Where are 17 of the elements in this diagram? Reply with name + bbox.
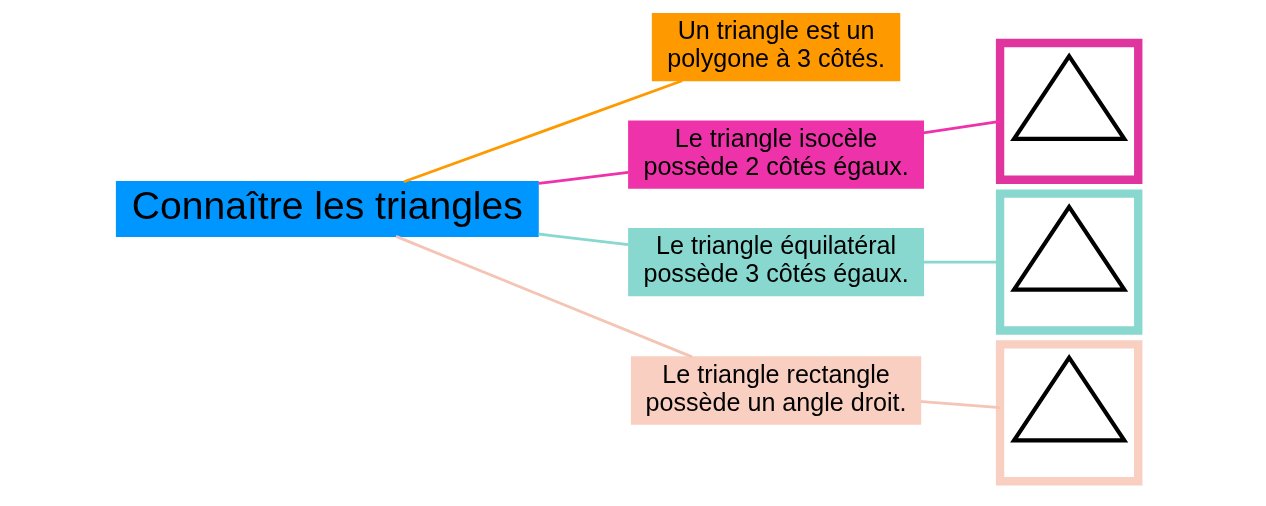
connector	[395, 235, 693, 359]
connector	[538, 232, 629, 247]
cluster	[995, 38, 1143, 184]
connector	[920, 400, 1001, 409]
node-box: Connaître les triangles	[115, 181, 539, 237]
node-triangle	[1010, 203, 1129, 292]
connector	[923, 120, 1001, 135]
connector	[538, 171, 629, 185]
node-box: Le triangle rectangle possède un angle droit.	[630, 356, 922, 425]
connector	[403, 79, 683, 184]
node-triangle	[1010, 353, 1129, 443]
node-triangle	[1010, 52, 1129, 141]
node-box: Le triangle isocèle possède 2 côtés égaux.	[628, 120, 924, 189]
node-box: Un triangle est un polygone à 3 côtés.	[651, 12, 901, 82]
node-box: Le triangle équilatéral possède 3 côtés égaux.	[628, 227, 924, 297]
cluster	[995, 340, 1143, 486]
cluster	[995, 189, 1143, 335]
